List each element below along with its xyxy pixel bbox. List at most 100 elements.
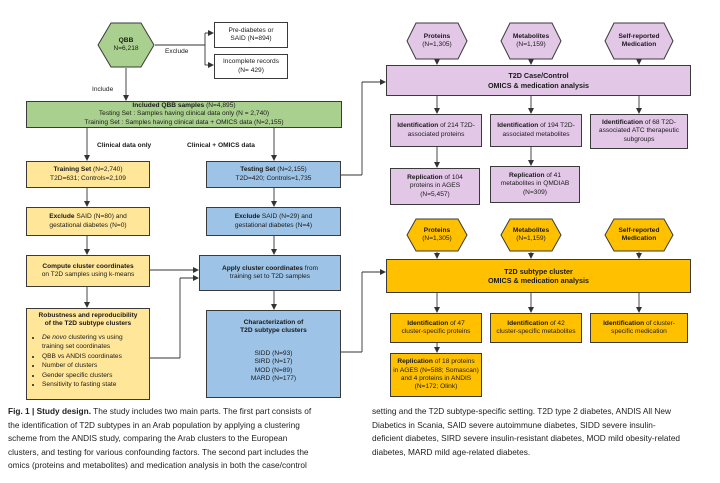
figure-caption-left: Fig. 1 | Study design. The study include… xyxy=(8,405,363,473)
ident-cluster-metabolites-line2: cluster-specific metabolites xyxy=(496,328,576,335)
apply-line2: training set to T2D samples xyxy=(229,273,311,280)
ident-proteins-line2: associated proteins xyxy=(407,130,465,138)
exclude-label: Exclude xyxy=(165,48,189,55)
testing-count: (N=2,155) xyxy=(275,166,307,174)
repl-proteins-line2: proteins in AGES xyxy=(409,182,461,190)
hexagon-shape xyxy=(97,22,155,68)
hex-bottom-medication-count: Medication xyxy=(621,235,657,242)
ident-cluster-metabolites-bold: Identification xyxy=(507,319,549,327)
robustness-title-2: of the T2D subtype clusters xyxy=(44,320,132,328)
ident-proteins-bold: Identification xyxy=(397,122,439,130)
ident-proteins-rest: of 214 T2D- xyxy=(438,122,475,130)
testing-set-box: Testing Set (N=2,155) T2D=420; Controls=… xyxy=(206,161,341,188)
ident-metabolites-line2: associated metabolites xyxy=(502,130,570,138)
robustness-box: Robustness and reproducibility of the T2… xyxy=(26,308,150,400)
hex-metabolites-bottom: Metabolites(N=1,159) xyxy=(500,218,562,252)
hexagon-shape xyxy=(604,218,674,252)
hex-bottom-proteins-name: Proteins xyxy=(423,226,451,234)
included-samples-box: Included QBB samples (N=4,895) Testing S… xyxy=(26,101,342,128)
cluster-sidd: SIDD (N=93) xyxy=(254,349,293,357)
compute-title: Compute cluster coordinates xyxy=(42,262,134,270)
compute-cluster-box: Compute cluster coordinates on T2D sampl… xyxy=(26,255,150,287)
ident-metabolites-rest: of 194 T2D- xyxy=(538,122,575,130)
caption-left-line: clusters, and testing for various confou… xyxy=(8,446,309,457)
hex-top-proteins-count: (N=1,305) xyxy=(422,41,452,48)
case-control-box: T2D Case/Control OMICS & medication anal… xyxy=(386,65,691,96)
repl-metabolites-rest: of 41 xyxy=(544,171,562,179)
caption-right-line: Diabetics in Scania, SAID severe autoimm… xyxy=(372,419,656,430)
included-count: (N=4,895) xyxy=(204,101,236,109)
hex-top-metabolites-name: Metabolites xyxy=(512,32,550,40)
repl-metabolites-box: Replication of 41 metabolites in QMDIAB … xyxy=(490,166,580,203)
caption-label: Fig. 1 | Study design. xyxy=(8,406,91,416)
hex-top-medication-name: Self-reported xyxy=(618,32,660,40)
ident-cluster-medication-rest: of cluster- xyxy=(644,319,675,327)
robustness-item: QBB vs ANDIS coordinates xyxy=(42,353,123,361)
ident-proteins-box: Identification of 214 T2D- associated pr… xyxy=(390,114,482,147)
exclude-right-rest: SAID (N=29) and xyxy=(260,213,313,221)
caption-right-line: deficient diabetes, SIRD severe insulin-… xyxy=(372,433,681,444)
testing-split: T2D=420; Controls=1,735 xyxy=(235,174,312,182)
repl-cluster-bold: Replication xyxy=(397,358,433,366)
subtype-line2: OMICS & medication analysis xyxy=(487,276,590,285)
exclude-left-bold: Exclude xyxy=(49,213,75,221)
qbb-hexagon: QBB N=6,218 xyxy=(97,22,155,68)
characterization-title-1: Characterization of xyxy=(243,319,304,326)
ident-cluster-proteins-rest: of 47 xyxy=(448,319,465,327)
ident-cluster-proteins-bold: Identification xyxy=(407,319,449,327)
apply-rest: from xyxy=(302,264,318,272)
include-label: Include xyxy=(92,86,114,93)
case-control-line1: T2D Case/Control xyxy=(508,71,569,81)
testing-title: Testing Set xyxy=(240,166,276,174)
included-training: Training Set : Samples having clinical d… xyxy=(84,118,284,126)
robustness-item: Sensitivity to fasting state xyxy=(42,381,123,389)
excl-prediabetes-box: Pre-diabetes or SAID (N=894) xyxy=(214,22,288,48)
ident-cluster-proteins-line2: cluster-specific proteins xyxy=(401,328,471,335)
repl-metabolites-bold: Replication xyxy=(508,171,545,179)
robustness-title-1: Robustness and reproducibility xyxy=(38,312,138,319)
cluster-sird: SIRD (N=17) xyxy=(254,358,293,366)
caption-left-line: scheme from the ANDIS study, comparing t… xyxy=(8,433,288,444)
excl-prediabetes-line2: SAID (N=894) xyxy=(230,35,272,42)
subtype-line1: T2D subtype cluster xyxy=(504,266,573,276)
characterization-box: Characterization of T2D subtype clusters… xyxy=(206,310,341,398)
compute-line2: on T2D samples using k-means xyxy=(41,271,135,278)
included-testing: Testing Set : Samples having clinical da… xyxy=(98,110,270,118)
figure-caption-right: setting and the T2D subtype-specific set… xyxy=(372,405,717,459)
repl-metabolites-line3: (N=309) xyxy=(522,188,547,196)
exclude-right-line2: gestational diabetes (N=4) xyxy=(234,221,313,229)
repl-proteins-bold: Replication xyxy=(407,173,443,181)
training-set-box: Training Set (N=2,740) T2D=631; Controls… xyxy=(26,161,150,188)
label-clinical-omics: Clinical + OMICS data xyxy=(187,142,255,149)
hex-top-medication-count: Medication xyxy=(621,41,657,48)
repl-cluster-line4: (N=172; Olink) xyxy=(414,383,458,391)
repl-metabolites-line2: metabolites in QMDIAB xyxy=(500,180,570,188)
excl-incomplete-box: Incomplete records (N= 429) xyxy=(214,54,288,79)
hex-bottom-metabolites-count: (N=1,159) xyxy=(516,235,546,242)
hex-metabolites-top: Metabolites(N=1,159) xyxy=(500,22,562,60)
repl-proteins-line3: (N=5,457) xyxy=(420,190,450,198)
ident-cluster-proteins-box: Identification of 47 cluster-specific pr… xyxy=(390,313,482,343)
repl-proteins-box: Replication of 104 proteins in AGES (N=5… xyxy=(390,168,480,205)
repl-cluster-line3: and 4 proteins in ANDIS xyxy=(400,375,472,382)
cluster-mard: MARD (N=177) xyxy=(250,375,297,383)
cluster-mod: MOD (N=89) xyxy=(254,366,293,374)
ident-atc-rest: of 68 T2D- xyxy=(643,118,676,126)
ident-metabolites-bold: Identification xyxy=(497,122,539,130)
caption-right-line: diabetes, MARD mild age-related diabetes… xyxy=(372,446,531,457)
ident-cluster-medication-box: Identification of cluster- specific medi… xyxy=(590,313,688,343)
hex-bottom-medication-name: Self-reported xyxy=(618,226,660,234)
hex-proteins-top: Proteins(N=1,305) xyxy=(406,22,468,60)
subtype-cluster-box: T2D subtype cluster OMICS & medication a… xyxy=(386,259,691,293)
qbb-name: QBB xyxy=(118,36,134,44)
hexagon-shape xyxy=(406,22,468,60)
ident-atc-box: Identification of 68 T2D- associated ATC… xyxy=(590,114,688,149)
caption-right-line: setting and the T2D subtype-specific set… xyxy=(372,406,671,416)
repl-cluster-box: Replication of 18 proteins in AGES (N=58… xyxy=(390,353,482,397)
ident-atc-bold: Identification xyxy=(602,118,644,126)
repl-proteins-rest: of 104 xyxy=(442,173,463,181)
ident-cluster-metabolites-box: Identification of 42 cluster-specific me… xyxy=(490,313,582,343)
robustness-item: training set coordinates xyxy=(42,343,111,351)
ident-metabolites-box: Identification of 194 T2D- associated me… xyxy=(490,114,582,147)
